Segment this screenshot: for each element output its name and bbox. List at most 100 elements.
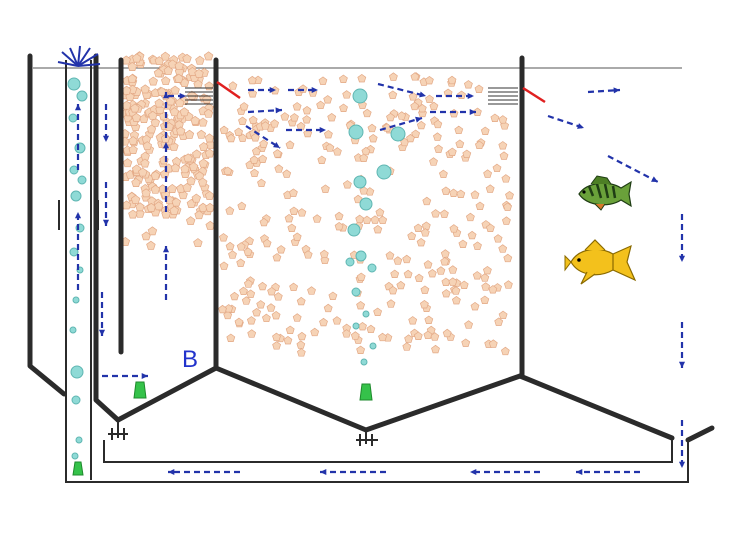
media-particle [223,166,233,175]
media-particle [256,300,266,309]
media-particle [198,141,209,151]
media-particle [485,184,495,193]
media-particle [378,215,388,225]
media-particle [421,221,431,230]
media-particle [288,188,298,197]
flow-arrow [245,125,281,149]
air-bubble [67,77,81,91]
flow-arrow [470,468,540,476]
media-particle [150,184,161,194]
flow-arrow [320,468,386,476]
flow-arrow [547,114,585,130]
media-particle [198,117,208,127]
valve-icon[interactable] [108,428,128,440]
media-particle [273,292,283,301]
valve-icon[interactable] [356,434,378,446]
media-particle [403,269,413,279]
air-bubble [347,223,361,237]
media-particle [182,53,192,63]
media-particle [185,216,196,226]
media-particle [440,257,450,266]
media-particle [174,73,184,83]
media-particle [439,209,449,218]
media-particle [356,345,366,354]
flow-arrow [288,86,318,94]
media-particle [423,260,433,269]
media-particle [274,164,284,173]
air-bubble [77,175,87,185]
media-particle [302,105,312,115]
media-particle [448,265,458,274]
media-particle [462,149,472,158]
media-particle [451,286,461,295]
media-particle [356,272,366,281]
media-particle [482,265,492,275]
media-particle [205,220,215,230]
media-particle [186,176,196,186]
media-particle [292,102,302,111]
media-particle [332,316,342,325]
media-particle [219,261,229,270]
media-particle [361,146,371,156]
air-bubble [71,395,81,405]
media-particle [259,217,269,227]
media-particle [234,127,244,136]
media-particle [140,158,150,168]
media-particle [148,76,158,86]
media-particle [434,144,443,153]
media-particle [237,201,247,211]
flow-arrow [430,108,476,116]
media-particle [461,338,471,347]
media-particle [246,316,256,325]
flow-arrow [286,126,326,134]
media-particle [407,231,417,241]
media-particle [131,177,141,187]
media-particle [386,299,396,308]
media-particle [503,202,513,211]
media-particle [390,269,400,278]
media-particle [350,331,360,340]
media-particle [317,155,327,164]
media-particle [296,296,306,306]
media-particle [225,206,235,215]
media-particle [270,119,280,128]
media-particle [239,102,249,111]
media-particle [303,250,313,259]
media-particle [318,76,328,85]
media-particle [219,125,229,135]
media-particle [464,320,474,329]
media-particle [203,51,214,61]
air-bubble [68,113,78,123]
media-particle [272,341,282,350]
return-pipe-lower [65,392,689,483]
return-pipe-upper [103,438,673,463]
media-particle [312,214,322,223]
media-particle [474,140,484,150]
media-particle [137,167,148,177]
media-particle [180,164,190,174]
air-bubble [69,247,79,257]
media-particle [505,190,514,200]
media-particle [424,75,434,85]
flow-arrows [74,82,686,476]
media-particle [247,75,257,85]
air-bubble [76,90,88,102]
media-particle [385,251,395,260]
media-particle [320,184,330,193]
air-bubble [75,436,83,444]
air-bubble [353,175,367,189]
media-particle [449,108,459,118]
media-particle [432,132,442,141]
media-particle [455,139,465,148]
media-particle [223,310,233,320]
media-particle [122,158,133,168]
media-particle [196,129,207,139]
media-particle [359,153,369,162]
media-particle [334,221,344,231]
media-particle [493,234,503,243]
media-particle [190,115,200,125]
media-particle [161,209,171,219]
media-particle [188,161,199,171]
media-particle [187,90,197,100]
